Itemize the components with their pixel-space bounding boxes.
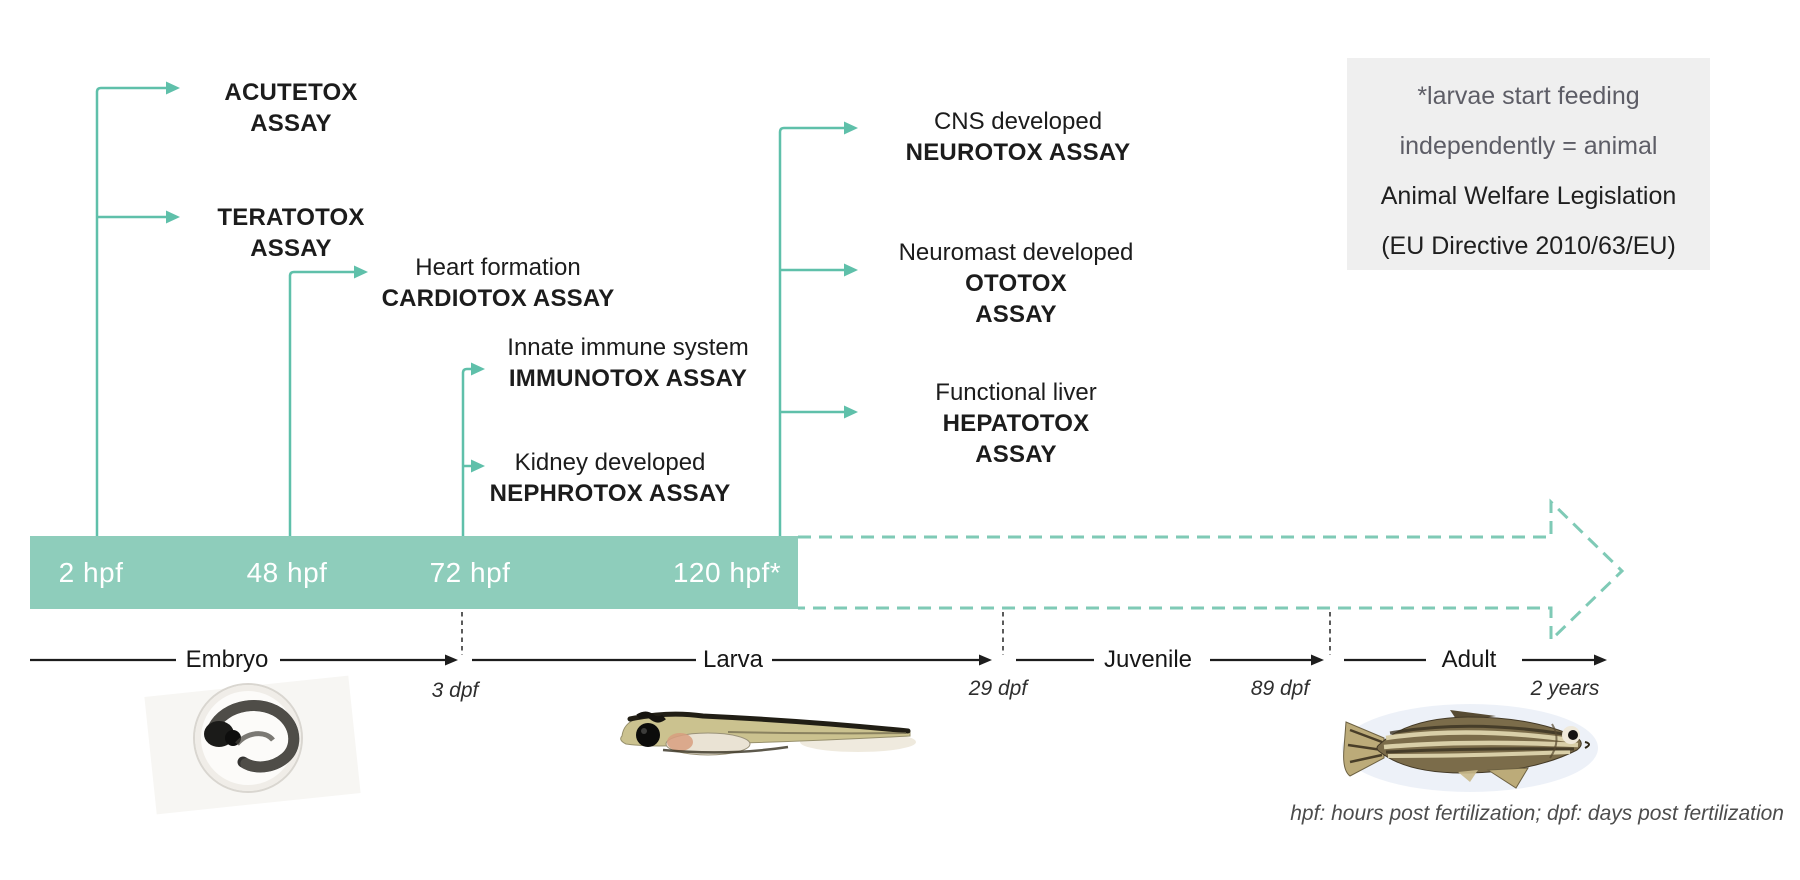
- animal-welfare-note-box: *larvae start feeding independently = an…: [1347, 58, 1710, 270]
- assay-name: IMMUNOTOX ASSAY: [508, 365, 748, 392]
- hpf-timeline-bar: 2 hpf 48 hpf 72 hpf 120 hpf*: [30, 536, 798, 609]
- assay-label-immunotox: Innate immune system IMMUNOTOX ASSAY: [507, 332, 748, 394]
- assay-label-neurotox: CNS developed NEUROTOX ASSAY: [906, 106, 1131, 168]
- assay-name: NEPHROTOX ASSAY: [489, 480, 731, 507]
- zebrafish-larva-photo: [620, 711, 916, 756]
- assay-label-ototox: Neuromast developed OTOTOX ASSAY: [899, 237, 1134, 330]
- assay-label-cardiotox: Heart formation CARDIOTOX ASSAY: [382, 252, 615, 314]
- stage-label-larva: Larva: [702, 646, 764, 673]
- note-line: Animal Welfare Legislation: [1380, 182, 1677, 210]
- assay-name: ACUTETOX ASSAY: [224, 79, 358, 137]
- timepoint-120hpf: 120 hpf*: [672, 556, 782, 588]
- assay-descriptor: Neuromast developed: [898, 239, 1134, 266]
- stage-label-embryo: Embryo: [185, 646, 269, 673]
- development-arrow-outline: [798, 498, 1625, 644]
- assay-name: HEPATOTOX ASSAY: [942, 410, 1090, 468]
- marker-2years: 2 years: [1530, 677, 1600, 700]
- assay-descriptor: Innate immune system: [507, 334, 749, 361]
- stage-axis-arrowheads: [445, 654, 1607, 666]
- assay-descriptor: Kidney developed: [514, 449, 706, 476]
- assay-descriptor: Heart formation: [415, 254, 581, 281]
- assay-descriptor: CNS developed: [933, 108, 1103, 135]
- timepoint-48hpf: 48 hpf: [246, 556, 328, 588]
- assay-name: TERATOTOX ASSAY: [217, 204, 365, 262]
- stage-label-juvenile: Juvenile: [1103, 646, 1193, 673]
- footnote-abbreviations: hpf: hours post fertilization; dpf: days…: [1290, 802, 1784, 825]
- marker-29dpf: 29 dpf: [968, 677, 1028, 700]
- marker-89dpf: 89 dpf: [1250, 677, 1310, 700]
- assay-descriptor: Functional liver: [935, 379, 1097, 406]
- marker-3dpf: 3 dpf: [431, 679, 479, 702]
- assay-label-nephrotox: Kidney developed NEPHROTOX ASSAY: [490, 447, 731, 509]
- assay-name: NEUROTOX ASSAY: [905, 139, 1131, 166]
- timepoint-72hpf: 72 hpf: [429, 556, 511, 588]
- note-line: (EU Directive 2010/63/EU): [1381, 232, 1676, 260]
- timepoint-2hpf: 2 hpf: [58, 556, 124, 588]
- note-line: independently = animal: [1399, 132, 1658, 160]
- note-line: *larvae start feeding: [1417, 82, 1640, 110]
- zebrafish-adult-photo: [1342, 704, 1598, 792]
- assay-label-acutetox: ACUTETOX ASSAY: [204, 77, 379, 139]
- zebrafish-embryo-photo: [193, 683, 303, 793]
- assay-label-hepatotox: Functional liver HEPATOTOX ASSAY: [931, 377, 1101, 470]
- stage-label-adult: Adult: [1441, 646, 1497, 673]
- assay-name: OTOTOX ASSAY: [965, 270, 1067, 328]
- dpf-marker-dashed-lines: [461, 612, 1331, 655]
- assay-name: CARDIOTOX ASSAY: [381, 285, 615, 312]
- assay-label-teratotox: TERATOTOX ASSAY: [201, 202, 381, 264]
